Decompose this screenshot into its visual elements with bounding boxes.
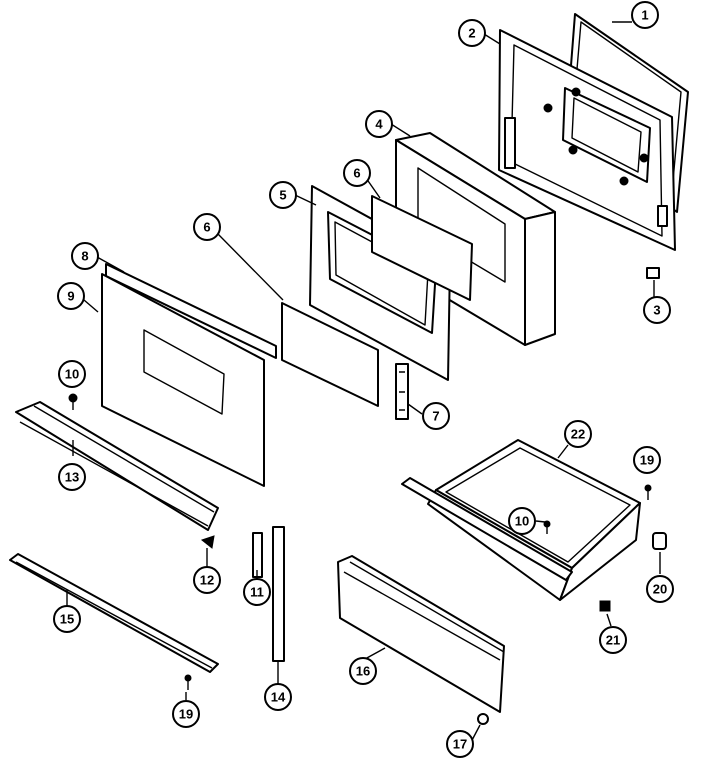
callout-2: 2 (458, 19, 486, 47)
part-14-tall-strip (272, 526, 285, 662)
callout-16: 16 (349, 657, 377, 685)
part-20-roller (652, 532, 667, 550)
callout-label: 3 (653, 303, 660, 318)
part-17-foot (477, 713, 489, 725)
leader-lines (66, 21, 661, 745)
callout-14: 14 (264, 683, 292, 711)
callout-7: 7 (422, 402, 450, 430)
callout-label: 1 (641, 8, 648, 23)
part-6-glass-lower (281, 302, 379, 407)
part-9-outer-door (101, 273, 265, 487)
callout-label: 9 (67, 289, 74, 304)
callout-19a: 19 (172, 700, 200, 728)
part-10-screw-left (68, 393, 78, 410)
callout-label: 8 (81, 249, 88, 264)
callout-label: 10 (515, 514, 529, 529)
part-16-drawer-front (337, 555, 505, 713)
callout-label: 6 (353, 166, 360, 181)
callout-label: 21 (606, 633, 620, 648)
part-19-screw-right (644, 484, 652, 500)
part-10-screw-right (543, 520, 551, 534)
callout-12: 12 (193, 566, 221, 594)
callout-label: 11 (250, 585, 264, 600)
callout-15: 15 (53, 605, 81, 633)
part-13-handle-rail (15, 401, 219, 531)
callout-label: 20 (653, 582, 667, 597)
callout-13: 13 (58, 463, 86, 491)
callout-8: 8 (71, 242, 99, 270)
callout-label: 5 (279, 188, 286, 203)
callout-label: 19 (640, 453, 654, 468)
part-21-clip (599, 600, 611, 612)
callout-label: 2 (468, 26, 475, 41)
part-15-lower-rail (9, 553, 219, 673)
part-12-screw (200, 535, 215, 549)
part-5-door-frame (309, 185, 451, 381)
part-7-bracket (395, 363, 409, 420)
callout-label: 7 (432, 409, 439, 424)
callout-1: 1 (631, 1, 659, 29)
part-8-trim (105, 263, 277, 359)
callout-label: 17 (453, 737, 467, 752)
callout-4: 4 (365, 110, 393, 138)
callout-5: 5 (269, 181, 297, 209)
callout-21: 21 (599, 626, 627, 654)
callout-22: 22 (564, 420, 592, 448)
callout-19b: 19 (633, 446, 661, 474)
callout-label: 14 (271, 690, 286, 705)
callout-label: 19 (179, 707, 193, 722)
callout-17: 17 (446, 730, 474, 758)
callout-label: 16 (356, 664, 370, 679)
callout-10b: 10 (508, 507, 536, 535)
callout-label: 22 (571, 427, 585, 442)
part-19-screw-left (184, 674, 192, 690)
callout-label: 12 (200, 573, 214, 588)
callout-label: 4 (375, 117, 383, 132)
part-3-clip (646, 267, 660, 279)
callout-6b: 6 (193, 213, 221, 241)
callout-11: 11 (243, 578, 271, 606)
callout-9: 9 (57, 282, 85, 310)
part-22-drawer-pan (401, 439, 641, 601)
callout-3: 3 (643, 296, 671, 324)
callout-label: 10 (65, 367, 79, 382)
callout-10a: 10 (58, 360, 86, 388)
part-2-inner-door-liner (498, 29, 676, 251)
callout-label: 6 (203, 220, 210, 235)
callout-label: 15 (60, 612, 74, 627)
callout-label: 13 (65, 470, 79, 485)
callout-6a: 6 (343, 159, 371, 187)
part-6-glass-upper (371, 195, 473, 301)
callout-20: 20 (646, 575, 674, 603)
